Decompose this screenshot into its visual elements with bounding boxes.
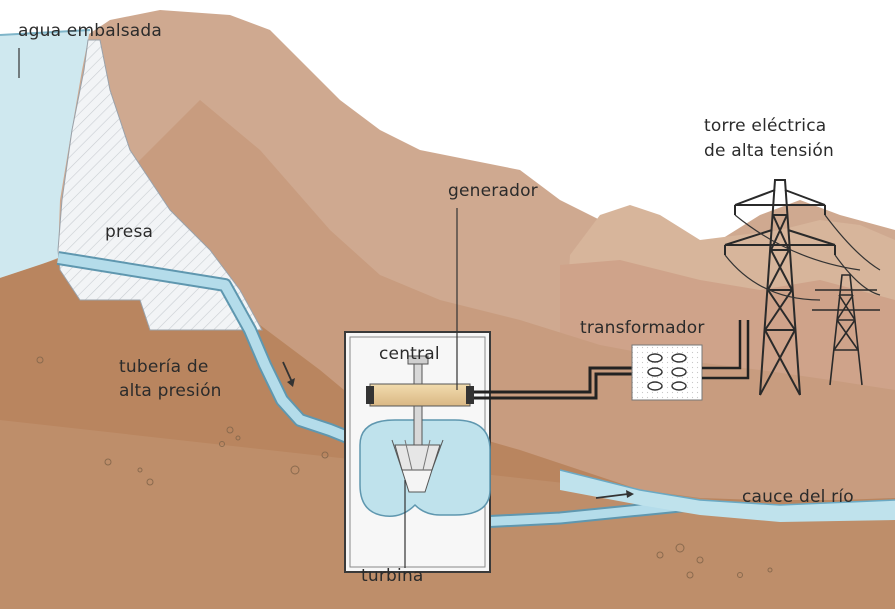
label-torre-line2: de alta tensión xyxy=(704,141,834,161)
river-edge xyxy=(559,469,895,506)
label-tuberia-line1: tubería de xyxy=(119,357,209,377)
label-generador: generador xyxy=(448,181,538,201)
generator-unit xyxy=(369,383,471,407)
cable-gen-transformer xyxy=(474,366,640,394)
flow-arrow-river xyxy=(595,493,629,499)
label-presa: presa xyxy=(105,222,154,242)
label-cauce: cauce del río xyxy=(742,487,854,507)
ground-pebbles xyxy=(36,356,773,579)
label-torre-line1: torre eléctrica xyxy=(704,116,827,136)
cable-transformer-tower xyxy=(702,320,742,370)
turbine-runner xyxy=(391,439,444,493)
label-tuberia-line2: alta presión xyxy=(119,381,222,401)
flow-arrow-pipe xyxy=(282,361,293,383)
transmission-tower-small xyxy=(812,274,880,386)
label-agua-embalsada: agua embalsada xyxy=(18,21,163,41)
reservoir-water-edge xyxy=(0,29,91,36)
label-central: central xyxy=(379,344,440,364)
power-lines xyxy=(724,214,881,301)
reservoir-water xyxy=(0,30,90,278)
label-transformador: transformador xyxy=(580,318,705,338)
transformer-box xyxy=(631,344,703,401)
dam-body xyxy=(57,39,263,331)
transformer-coils xyxy=(647,353,687,391)
leader-lines xyxy=(18,48,458,568)
river-water xyxy=(560,470,895,522)
label-turbina: turbina xyxy=(361,566,424,586)
transmission-tower-large xyxy=(724,179,836,396)
